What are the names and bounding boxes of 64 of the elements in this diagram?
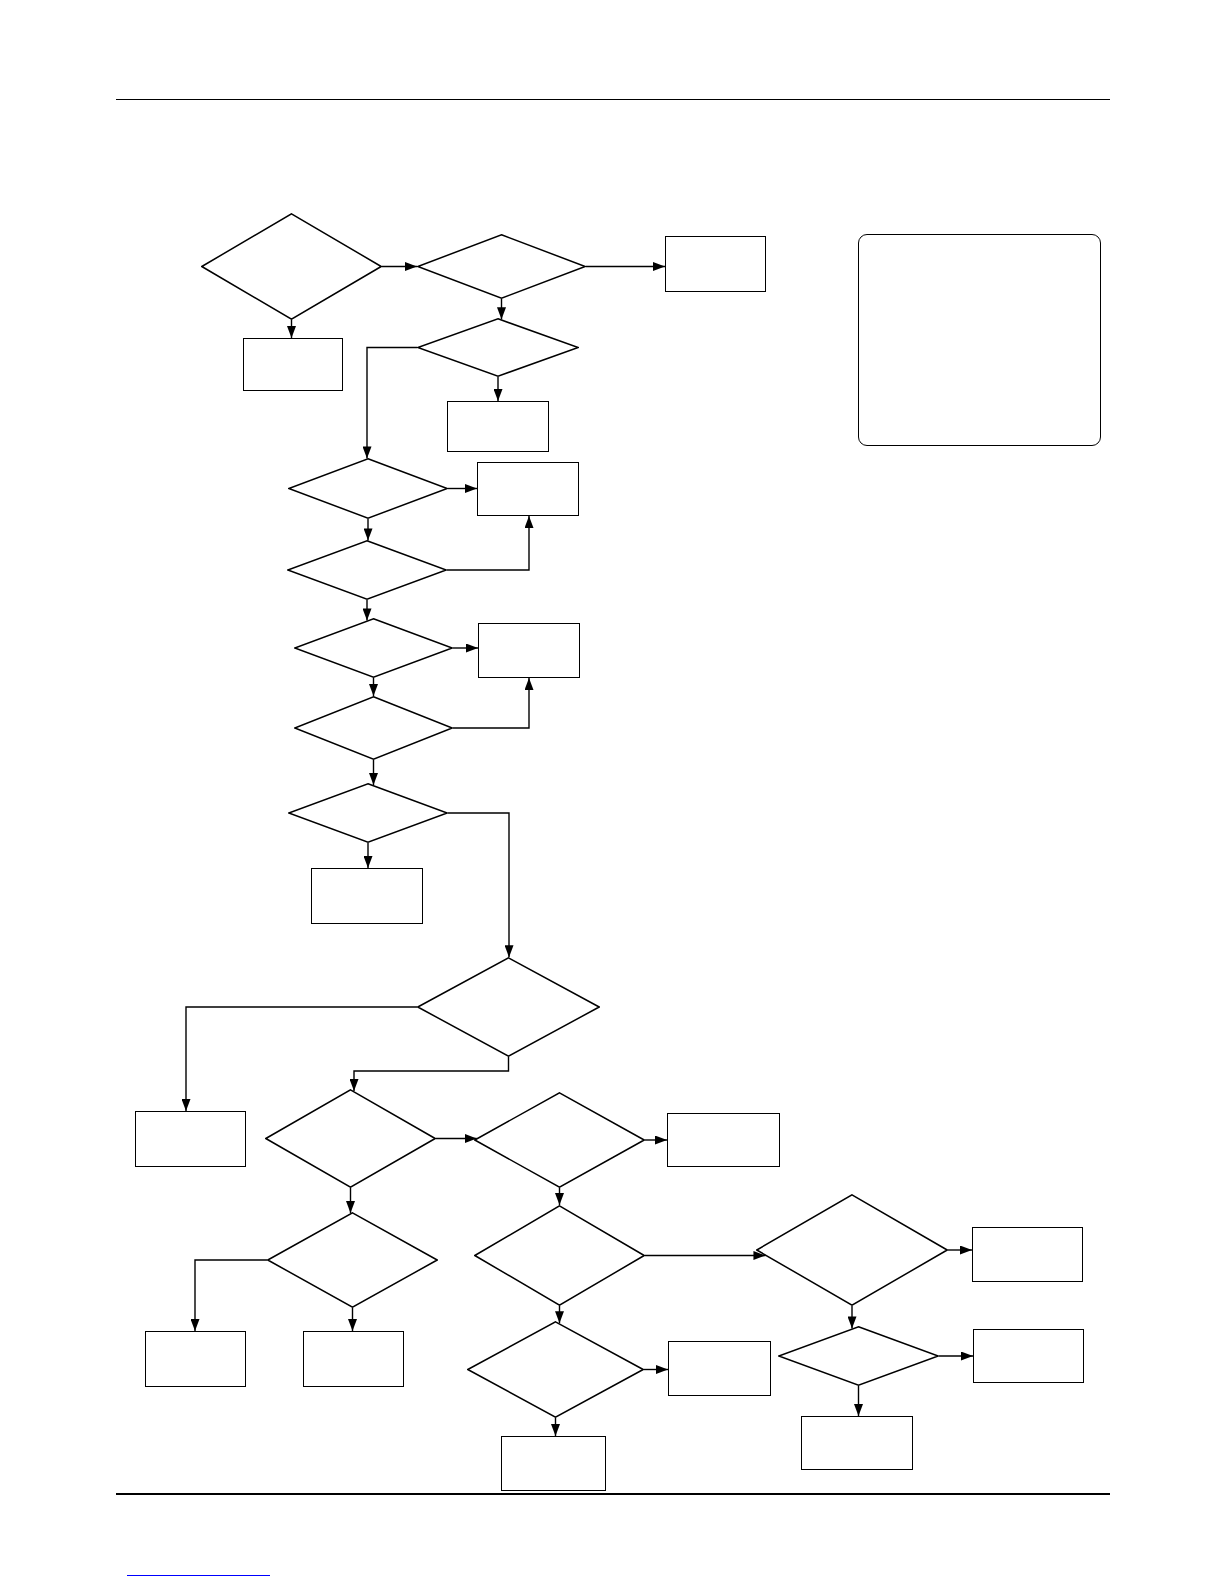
rounded-panel [858,234,1101,446]
decision-diamond [201,213,382,320]
process-box [973,1329,1084,1383]
process-box [135,1111,246,1167]
decision-diamond [417,318,579,377]
connector-arrow [497,298,506,320]
process-box [477,462,579,516]
connector-arrow [643,1365,669,1374]
connector-arrow [644,1251,767,1260]
process-box [668,1341,771,1396]
process-box [665,236,766,292]
connector-arrow [447,812,514,958]
connector-arrow [947,1245,973,1255]
connector-arrow [555,1187,564,1206]
connector-arrow [363,842,373,869]
decision-diamond [756,1194,948,1306]
connector-arrow [181,1006,418,1112]
process-box [478,623,580,678]
connector-arrow [381,262,418,271]
connector-arrow [346,1187,355,1214]
connector-arrow [349,1056,510,1092]
connector-arrow [551,1417,560,1437]
process-box [972,1227,1083,1282]
connector-arrow [369,759,378,786]
decision-diamond [288,783,448,843]
process-box [501,1436,606,1491]
process-box [303,1331,404,1387]
process-box [447,401,549,452]
connector-arrow [644,1135,668,1145]
connector-arrow [362,346,418,460]
process-box [801,1416,913,1470]
process-box [243,338,343,391]
connector-arrow [452,643,479,653]
decision-diamond [265,1089,436,1188]
decision-diamond [294,618,453,678]
decision-diamond [467,1321,644,1418]
process-box [311,868,423,924]
decision-diamond [778,1326,939,1386]
process-box [667,1113,780,1167]
process-box [145,1331,246,1387]
connector-arrow [447,484,478,493]
decision-diamond [294,696,453,760]
connector-arrow [854,1385,863,1417]
connector-arrow [362,599,372,622]
decision-diamond [474,1092,645,1188]
connector-arrow [938,1351,974,1361]
connector-arrow [446,515,534,571]
connector-arrow [493,376,503,402]
decision-diamond [474,1205,645,1306]
connector-arrow [585,262,666,271]
decision-diamond [417,234,586,299]
decision-diamond [267,1212,438,1308]
connector-arrow [555,1305,564,1324]
connector-arrow [363,518,373,542]
decision-diamond [288,458,448,519]
connector-arrow [190,1259,268,1332]
connector-arrow [348,1307,357,1332]
connector-arrow [847,1305,857,1330]
connector-arrow [369,677,378,697]
connector-arrow [435,1134,478,1143]
connector-arrow [452,677,534,729]
decision-diamond [287,540,447,600]
decision-diamond [417,957,600,1057]
connector-arrow [287,319,296,339]
